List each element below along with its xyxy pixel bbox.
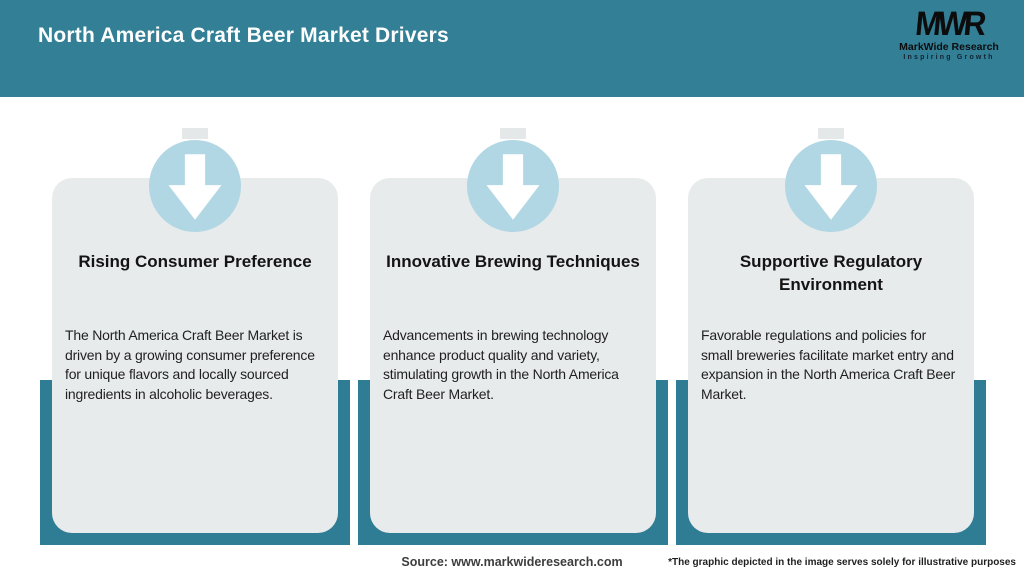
down-arrow-icon xyxy=(486,154,540,220)
card-body: Advancements in brewing technology enhan… xyxy=(383,327,619,402)
down-arrow-icon xyxy=(168,154,222,220)
disclaimer-text: *The graphic depicted in the image serve… xyxy=(668,557,1016,568)
arrow-notch xyxy=(818,128,844,139)
header-bar: North America Craft Beer Market Drivers … xyxy=(0,0,1024,97)
card-body: Favorable regulations and policies for s… xyxy=(701,327,956,402)
logo-tagline: Inspiring Growth xyxy=(903,54,995,61)
card-surface: Innovative Brewing Techniques Advancemen… xyxy=(370,128,656,533)
arrow-notch xyxy=(182,128,208,139)
card-title: Supportive Regulatory Environment xyxy=(739,252,923,294)
down-arrow-icon xyxy=(804,154,858,220)
card-title: Rising Consumer Preference xyxy=(78,252,312,271)
logo-monogram-icon: MWR xyxy=(913,5,985,43)
markwide-logo: MWR MarkWide Research Inspiring Growth xyxy=(894,5,1004,61)
page-title: North America Craft Beer Market Drivers xyxy=(38,24,449,47)
down-arrow-badge xyxy=(149,140,241,232)
driver-card: Innovative Brewing Techniques Advancemen… xyxy=(358,128,668,545)
card-title: Innovative Brewing Techniques xyxy=(386,252,640,271)
logo-name: MarkWide Research xyxy=(899,41,999,53)
card-surface: Rising Consumer Preference The North Ame… xyxy=(52,128,338,533)
down-arrow-badge xyxy=(785,140,877,232)
driver-card: Supportive Regulatory Environment Favora… xyxy=(676,128,986,545)
source-text: Source: www.markwideresearch.com xyxy=(401,555,623,569)
driver-card: Rising Consumer Preference The North Ame… xyxy=(40,128,350,545)
card-surface: Supportive Regulatory Environment Favora… xyxy=(688,128,974,533)
arrow-notch xyxy=(500,128,526,139)
card-body: The North America Craft Beer Market is d… xyxy=(65,327,315,402)
down-arrow-badge xyxy=(467,140,559,232)
